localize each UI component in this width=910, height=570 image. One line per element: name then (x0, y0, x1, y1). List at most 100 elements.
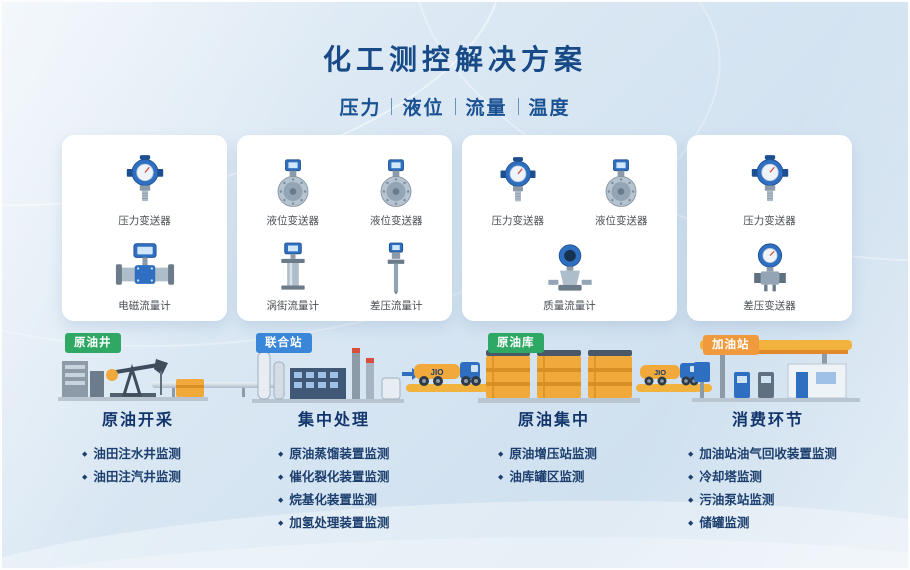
instrument: 质量流量计 (466, 228, 673, 313)
differential-pressure-flowmeter-icon (371, 241, 421, 295)
instrument: 液位变送器 (345, 143, 449, 228)
list-item: ◆ 催化裂化装置监测 (278, 466, 410, 489)
stage-badge-gas-station: 加油站 (703, 335, 759, 355)
diamond-bullet-icon: ◆ (688, 520, 694, 527)
pressure-transmitter-icon (744, 154, 796, 210)
stage-title: 原油开采 (101, 412, 174, 429)
divider (391, 98, 393, 115)
instrument-card-4: 压力变送器 差压变送器 (687, 135, 852, 321)
instrument-label: 压力变送器 (743, 215, 796, 227)
instrument-label: 涡街流量计 (266, 300, 320, 312)
list-item: ◆ 烷基化装置监测 (278, 489, 410, 512)
subtitle-item: 液位 (402, 98, 445, 119)
diamond-bullet-icon: ◆ (498, 451, 504, 458)
page-title: 化工测控解决方案 (322, 44, 587, 75)
subtitle: 压力 液位 流量 温度 (2, 93, 908, 120)
subtitle-item: 温度 (528, 98, 571, 119)
instrument-label: 液位变送器 (595, 215, 648, 227)
stage-items: ◆ 加油站油气回收装置监测 ◆冷却塔监测 ◆ 污油泵站监测 ◆ 储罐监测 (668, 443, 868, 535)
header: 化工测控解决方案 压力 液位 流量 温度 (2, 38, 908, 120)
divider (454, 98, 456, 115)
stage-badge-oil-well: 原油井 (65, 333, 121, 353)
instrument: 压力变送器 (466, 143, 570, 228)
level-transmitter-icon (596, 158, 646, 210)
instrument: 液位变送器 (241, 143, 345, 228)
list-item-text: 储罐监测 (699, 516, 750, 530)
instrument-label: 差压流量计 (370, 300, 423, 312)
instrument-label: 液位变送器 (370, 215, 423, 227)
list-item: ◆ 加氢处理装置监测 (278, 512, 410, 535)
instrument-card-1: 压力变送器 电磁流量计 (62, 135, 227, 321)
list-item: ◆ 加油站油气回收装置监测 (688, 443, 868, 466)
diamond-bullet-icon: ◆ (278, 474, 284, 481)
list-item: ◆ 油库罐区监测 (498, 466, 630, 489)
diamond-bullet-icon: ◆ (278, 451, 284, 458)
stage-items: ◆ 油田注水井监测 ◆ 油田注汽井监测 (62, 443, 214, 489)
list-item-text: 原油增压站监测 (509, 447, 597, 461)
instrument-cards: 压力变送器 电磁流量计 液位变送器 液位变送器 涡街流量计 差压流量计 (62, 135, 852, 321)
diamond-bullet-icon: ◆ (82, 474, 88, 481)
diamond-bullet-icon: ◆ (688, 451, 694, 458)
vortex-flowmeter-icon (268, 241, 318, 295)
list-item-text: 油田注汽井监测 (93, 470, 181, 484)
list-item: ◆ 原油增压站监测 (498, 443, 630, 466)
instrument-label: 电磁流量计 (118, 300, 171, 312)
instrument: 电磁流量计 (66, 228, 223, 313)
instrument: 液位变送器 (570, 143, 674, 228)
list-item: ◆ 污油泵站监测 (688, 489, 868, 512)
list-item: ◆ 储罐监测 (688, 512, 868, 535)
stage-title: 原油集中 (517, 412, 590, 429)
electromagnetic-flowmeter-icon (114, 242, 176, 295)
stage-column-extraction: 原油开采 ◆ 油田注水井监测 ◆ 油田注汽井监测 (62, 406, 214, 489)
instrument-label: 压力变送器 (491, 215, 545, 227)
stage-title: 集中处理 (297, 412, 370, 429)
list-item: ◆ 油田注水井监测 (82, 443, 214, 466)
stage-badge-joint-station: 联合站 (256, 333, 312, 353)
diamond-bullet-icon: ◆ (82, 451, 88, 458)
stage-items: ◆ 原油增压站监测 ◆ 油库罐区监测 (478, 443, 630, 489)
stage-title: 消费环节 (731, 412, 804, 429)
instrument: 差压变送器 (691, 228, 848, 313)
list-item: ◆ 油田注汽井监测 (82, 466, 214, 489)
differential-pressure-transmitter-icon (745, 241, 795, 295)
truck-tank-label: JIO (431, 368, 444, 377)
instrument: 涡街流量计 (241, 228, 345, 313)
level-transmitter-icon (371, 158, 421, 210)
list-item-text: 加油站油气回收装置监测 (699, 447, 837, 461)
list-item: ◆冷却塔监测 (688, 466, 868, 489)
instrument: 压力变送器 (691, 143, 848, 228)
diamond-bullet-icon: ◆ (278, 497, 284, 504)
list-item-text: 污油泵站监测 (699, 493, 775, 507)
instrument-card-3: 压力变送器 液位变送器 质量流量计 (462, 135, 677, 321)
pipeline-support (242, 388, 245, 397)
instrument: 差压流量计 (345, 228, 449, 313)
stage-column-collection: 原油集中 ◆ 原油增压站监测 ◆ 油库罐区监测 (478, 406, 630, 489)
stage-column-processing: 集中处理 ◆原油蒸馏装置监测 ◆ 催化裂化装置监测 ◆ 烷基化装置监测 ◆ 加氢处理装… (258, 406, 410, 535)
instrument-card-2: 液位变送器 液位变送器 涡街流量计 差压流量计 (237, 135, 452, 321)
list-item-text: 油田注水井监测 (93, 447, 181, 461)
truck-tank-label: JIO (654, 368, 666, 377)
instrument: 压力变送器 (66, 143, 223, 228)
stage-badge-oil-depot: 原油库 (488, 333, 544, 353)
instrument-label: 液位变送器 (266, 215, 320, 227)
list-item-text: 烷基化装置监测 (289, 493, 377, 507)
stage-column-consumption: 消费环节 ◆ 加油站油气回收装置监测 ◆冷却塔监测 ◆ 污油泵站监测 ◆ 储罐监测 (668, 406, 868, 535)
instrument-label: 差压变送器 (743, 300, 796, 312)
list-item-text: 油库罐区监测 (509, 470, 585, 484)
subtitle-item: 压力 (339, 98, 382, 119)
subtitle-item: 流量 (465, 98, 508, 119)
pressure-transmitter-icon (493, 156, 543, 210)
list-item-text: 加氢处理装置监测 (289, 516, 390, 530)
instrument-label: 质量流量计 (543, 300, 596, 312)
stage-items: ◆原油蒸馏装置监测 ◆ 催化裂化装置监测 ◆ 烷基化装置监测 ◆ 加氢处理装置监测 (258, 443, 410, 535)
pressure-transmitter-icon (119, 154, 171, 210)
diamond-bullet-icon: ◆ (498, 474, 504, 481)
diamond-bullet-icon: ◆ (278, 520, 284, 527)
list-item: ◆原油蒸馏装置监测 (278, 443, 410, 466)
diamond-bullet-icon: ◆ (688, 497, 694, 504)
list-item-text: 催化裂化装置监测 (289, 470, 390, 484)
divider (517, 98, 519, 115)
mass-flowmeter-icon (540, 243, 600, 295)
diamond-bullet-icon: ◆ (688, 474, 694, 481)
